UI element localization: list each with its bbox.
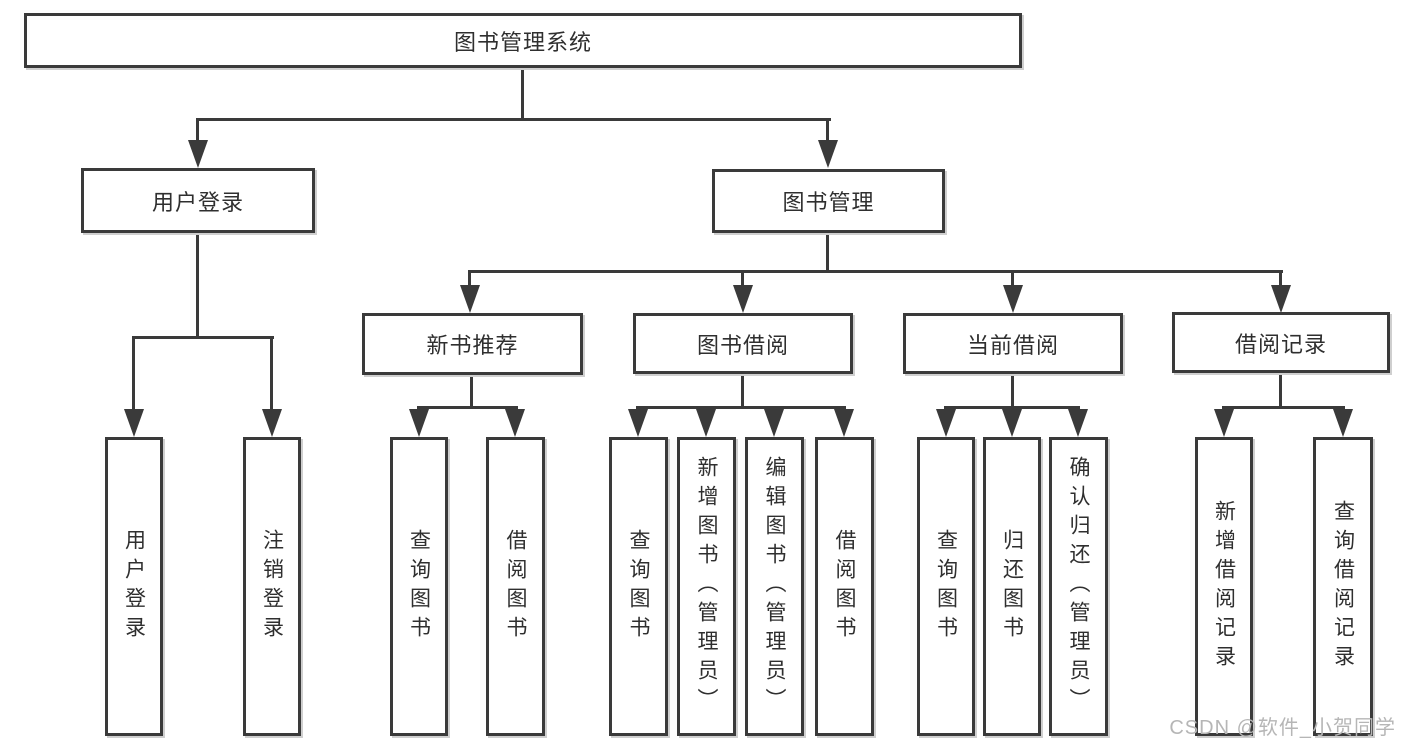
arrowhead-down-icon	[1271, 285, 1291, 313]
leaf-logout: 注销登录	[243, 437, 301, 736]
node-label: 借阅记录	[1234, 331, 1327, 357]
node-label: 用户登录	[122, 528, 146, 645]
connector	[468, 270, 471, 287]
arrowhead-down-icon	[733, 285, 753, 313]
arrowhead-down-icon	[460, 285, 480, 313]
node-borrow-records: 借阅记录	[1172, 312, 1390, 373]
node-label: 注销登录	[260, 528, 284, 645]
leaf-query-borrow-record: 查询借阅记录	[1313, 437, 1373, 736]
connector	[468, 270, 1283, 273]
connector	[1011, 374, 1014, 408]
node-label: 借阅图书	[504, 528, 528, 645]
arrowhead-down-icon	[1068, 409, 1088, 437]
connector	[636, 406, 846, 409]
connector	[132, 336, 135, 411]
csdn-watermark: CSDN @软件_小贺同学	[1169, 717, 1396, 739]
connector	[944, 406, 1080, 409]
leaf-query-book-borrow: 查询图书	[609, 437, 668, 736]
node-label: 查询图书	[934, 528, 958, 645]
connector	[1279, 270, 1282, 287]
arrowhead-down-icon	[764, 409, 784, 437]
arrowhead-down-icon	[188, 140, 208, 168]
connector	[470, 375, 473, 408]
leaf-query-book-current: 查询图书	[917, 437, 975, 736]
arrowhead-down-icon	[628, 409, 648, 437]
node-label: 新增图书（管理员）	[695, 456, 719, 717]
connector	[132, 336, 274, 339]
arrowhead-down-icon	[505, 409, 525, 437]
arrowhead-down-icon	[818, 140, 838, 168]
arrowhead-down-icon	[834, 409, 854, 437]
node-label: 图书管理	[782, 190, 875, 215]
node-label: 归还图书	[1000, 528, 1024, 645]
connector	[1279, 373, 1282, 408]
arrowhead-down-icon	[1002, 409, 1022, 437]
node-book-management: 图书管理	[712, 169, 945, 233]
node-label: 当前借阅	[966, 332, 1059, 358]
arrowhead-down-icon	[936, 409, 956, 437]
connector	[741, 270, 744, 287]
leaf-query-book-recommend: 查询图书	[390, 437, 448, 736]
arrowhead-down-icon	[1003, 285, 1023, 313]
connector	[741, 374, 744, 408]
node-current-borrow: 当前借阅	[903, 313, 1123, 374]
node-label: 图书借阅	[696, 332, 789, 358]
node-label: 查询图书	[627, 528, 651, 645]
arrowhead-down-icon	[1333, 409, 1353, 437]
connector	[270, 336, 273, 411]
leaf-add-borrow-record: 新增借阅记录	[1195, 437, 1253, 736]
node-label: 查询借阅记录	[1331, 499, 1355, 674]
leaf-borrow-book: 借阅图书	[815, 437, 874, 736]
connector	[521, 68, 524, 120]
connector	[196, 233, 199, 338]
node-label: 用户登录	[151, 189, 244, 215]
connector	[196, 118, 831, 121]
node-label: 图书管理系统	[453, 29, 592, 55]
node-label: 新书推荐	[426, 333, 519, 358]
connector	[1011, 270, 1014, 287]
node-book-borrow: 图书借阅	[633, 313, 853, 374]
node-new-book-recommend: 新书推荐	[362, 313, 583, 375]
node-label: 借阅图书	[833, 528, 857, 645]
leaf-return-book: 归还图书	[983, 437, 1041, 736]
arrowhead-down-icon	[124, 409, 144, 437]
node-library-management-system: 图书管理系统	[24, 13, 1022, 68]
arrowhead-down-icon	[262, 409, 282, 437]
node-label: 确认归还（管理员）	[1067, 456, 1091, 717]
leaf-user-login: 用户登录	[105, 437, 163, 736]
arrowhead-down-icon	[409, 409, 429, 437]
leaf-edit-book-admin: 编辑图书（管理员）	[745, 437, 804, 736]
node-label: 查询图书	[407, 528, 431, 645]
connector	[196, 118, 199, 144]
leaf-confirm-return-admin: 确认归还（管理员）	[1049, 437, 1108, 736]
arrowhead-down-icon	[1214, 409, 1234, 437]
node-label: 新增借阅记录	[1212, 499, 1236, 674]
arrowhead-down-icon	[696, 409, 716, 437]
leaf-borrow-book-recommend: 借阅图书	[486, 437, 545, 736]
connector	[826, 118, 829, 144]
connector	[1222, 406, 1345, 409]
connector	[826, 233, 829, 272]
leaf-add-book-admin: 新增图书（管理员）	[677, 437, 736, 736]
node-user-login: 用户登录	[81, 168, 315, 233]
connector	[417, 406, 518, 409]
node-label: 编辑图书（管理员）	[763, 456, 787, 717]
